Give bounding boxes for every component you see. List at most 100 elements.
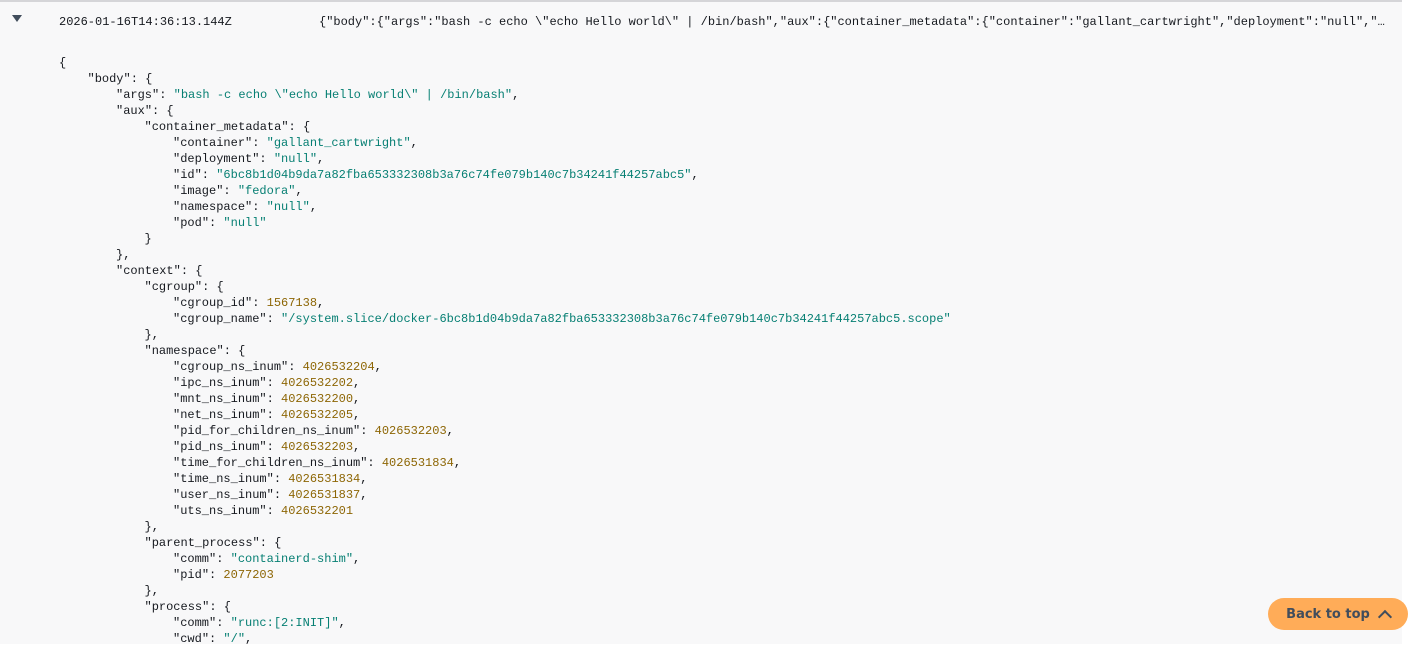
json-colon: ": xyxy=(152,88,174,102)
json-quote: " xyxy=(116,264,124,278)
chevron-up-icon xyxy=(1377,609,1392,624)
json-line: } xyxy=(59,231,951,247)
json-value: "runc:[2:INIT]" xyxy=(230,616,339,630)
json-key: parent_process xyxy=(151,536,253,550)
json-quote: " xyxy=(116,88,124,102)
json-value: "bash -c echo \"echo Hello world\" | /bi… xyxy=(173,88,513,102)
json-key: deployment xyxy=(180,152,253,166)
json-colon: ": xyxy=(259,392,282,406)
json-colon: ": xyxy=(209,616,231,630)
json-quote: " xyxy=(173,376,181,390)
json-colon: ": xyxy=(259,376,282,390)
json-colon: ": xyxy=(353,424,375,438)
json-key: cgroup xyxy=(151,280,195,294)
json-comma: , xyxy=(317,152,325,166)
json-line: "deployment": "null", xyxy=(59,151,951,167)
json-line: "pod": "null" xyxy=(59,215,951,231)
json-comma: , xyxy=(360,472,368,486)
json-comma: , xyxy=(245,632,253,646)
json-colon: ": xyxy=(281,360,303,374)
json-colon: ": xyxy=(173,264,196,278)
json-quote: " xyxy=(173,136,181,150)
json-key: container xyxy=(180,136,246,150)
json-line: }, xyxy=(59,247,951,263)
json-comma: , xyxy=(410,136,418,150)
json-brace: { xyxy=(302,120,311,134)
json-line: "id": "6bc8b1d04b9da7a82fba653332308b3a7… xyxy=(59,167,951,183)
json-value: 4026531834 xyxy=(381,456,454,470)
json-colon: ": xyxy=(252,152,274,166)
json-key: cgroup_ns_inum xyxy=(180,360,282,374)
json-colon: ": xyxy=(252,536,275,550)
json-line: "cgroup": { xyxy=(59,279,951,295)
json-line: "body": { xyxy=(59,71,951,87)
json-quote: " xyxy=(173,392,181,406)
json-key: user_ns_inum xyxy=(180,488,267,502)
json-comma: , xyxy=(353,552,361,566)
json-line: "mnt_ns_inum": 4026532200, xyxy=(59,391,951,407)
json-quote: " xyxy=(144,280,152,294)
json-brace: }, xyxy=(144,584,159,598)
json-key: cgroup_name xyxy=(180,312,260,326)
collapse-triangle-icon[interactable] xyxy=(12,15,22,22)
json-line: "args": "bash -c echo \"echo Hello world… xyxy=(59,87,951,103)
json-colon: ": xyxy=(194,280,217,294)
json-key: namespace xyxy=(180,200,246,214)
json-quote: " xyxy=(173,632,181,646)
json-key: pid_for_children_ns_inum xyxy=(180,424,354,438)
json-quote: " xyxy=(173,200,181,214)
json-quote: " xyxy=(173,504,181,518)
expanded-json-view: { "body": {"args": "bash -c echo \"echo H… xyxy=(59,55,951,647)
json-key: aux xyxy=(123,104,145,118)
json-key: cwd xyxy=(180,632,202,646)
json-line: "user_ns_inum": 4026531837, xyxy=(59,487,951,503)
json-line: "namespace": "null", xyxy=(59,199,951,215)
json-quote: " xyxy=(173,472,181,486)
json-value: 4026532201 xyxy=(281,504,354,518)
json-line: "net_ns_inum": 4026532205, xyxy=(59,407,951,423)
json-colon: ": xyxy=(245,296,267,310)
json-value: "fedora" xyxy=(237,184,296,198)
json-key: context xyxy=(123,264,174,278)
json-quote: " xyxy=(173,456,181,470)
json-colon: ": xyxy=(259,408,282,422)
back-to-top-button[interactable]: Back to top xyxy=(1268,598,1408,630)
log-row-header[interactable]: 2026-01-16T14:36:13.144Z {"body":{"args"… xyxy=(0,2,1402,42)
json-key: namespace xyxy=(151,344,217,358)
json-quote: " xyxy=(173,216,181,230)
json-value: "gallant_cartwright" xyxy=(266,136,411,150)
json-quote: " xyxy=(173,152,181,166)
json-colon: ": xyxy=(245,136,267,150)
json-value: 4026532202 xyxy=(281,376,354,390)
json-colon: ": xyxy=(216,344,239,358)
json-colon: ": xyxy=(202,600,224,614)
json-colon: ": xyxy=(281,120,303,134)
json-quote: " xyxy=(173,568,181,582)
json-key: body xyxy=(94,72,124,86)
json-key: time_ns_inum xyxy=(180,472,267,486)
json-value: "containerd-shim" xyxy=(230,552,354,566)
json-key: ipc_ns_inum xyxy=(180,376,260,390)
json-colon: ": xyxy=(123,72,146,86)
json-comma: , xyxy=(353,376,361,390)
json-quote: " xyxy=(173,168,181,182)
json-colon: ": xyxy=(144,104,167,118)
json-quote: " xyxy=(116,104,124,118)
json-key: id xyxy=(180,168,195,182)
json-key: comm xyxy=(180,552,210,566)
json-quote: " xyxy=(173,360,181,374)
json-value: "/system.slice/docker-6bc8b1d04b9da7a82f… xyxy=(281,312,951,326)
json-line: "context": { xyxy=(59,263,951,279)
json-line: "pid_for_children_ns_inum": 4026532203, xyxy=(59,423,951,439)
json-quote: " xyxy=(173,296,181,310)
json-value: 4026531837 xyxy=(288,488,361,502)
back-to-top-label: Back to top xyxy=(1286,606,1370,622)
log-timestamp: 2026-01-16T14:36:13.144Z xyxy=(59,15,232,29)
json-key: cgroup_id xyxy=(180,296,246,310)
json-colon: ": xyxy=(216,184,238,198)
json-comma: , xyxy=(353,408,361,422)
json-line: "comm": "runc:[2:INIT]", xyxy=(59,615,951,631)
json-value: 2077203 xyxy=(223,568,274,582)
json-comma: , xyxy=(353,392,361,406)
